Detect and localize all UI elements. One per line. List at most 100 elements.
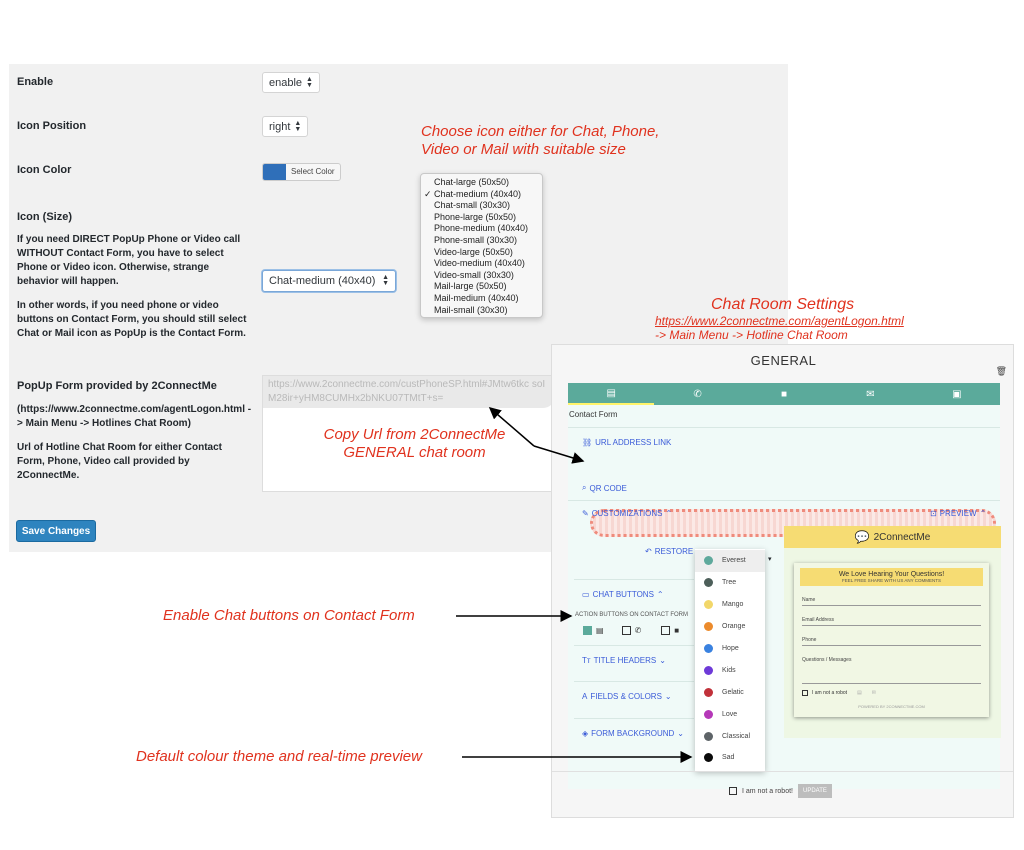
chat-icon: ▭ [582,590,590,599]
icon-size-select[interactable]: Chat-medium (40x40) ▲▼ [262,270,396,292]
chevron-up-icon: ⌃ [979,509,987,518]
preview-card-heading: We Love Hearing Your Questions! [838,571,945,578]
checkmark-icon: ✓ [424,188,432,199]
customizations-toggle[interactable]: ✎CUSTOMIZATIONS⌃ [582,509,673,518]
connectme-window: GENERAL 🗑 ▤ ✆ ■ ✉ ▣ Contact Form ⛓URL AD… [551,344,1014,818]
size-option[interactable]: Phone-large (50x50) [434,211,517,222]
preview-toggle[interactable]: ⊡PREVIEW⌃ [930,509,987,518]
theme-option[interactable]: Hope [695,638,765,660]
video-icon: ■ [780,388,788,400]
restore-button[interactable]: ↶RESTORE [645,547,694,556]
size-option[interactable]: Chat-large (50x50) [434,177,510,187]
chevron-down-icon: ⌄ [677,729,684,738]
annotation-chat-room-link[interactable]: https://www.2connectme.com/agentLogon.ht… [655,314,904,328]
tab-mail[interactable]: ✉ [827,383,913,405]
footer-robot-label: I am not a robot! [742,787,793,795]
qr-code-link[interactable]: ⌕QR CODE [582,483,627,493]
undo-icon: ↶ [645,547,652,556]
enable-label: Enable [17,76,54,88]
select-color-label: Select Color [291,167,335,176]
chevron-up-icon: ⌃ [665,509,673,518]
color-swatch [263,164,286,180]
size-option-selected[interactable]: ✓Chat-medium (40x40) [424,188,522,199]
checkbox-icon[interactable] [802,690,808,696]
popup-url-textarea[interactable]: https://www.2connectme.com/custPhoneSP.h… [262,375,558,492]
divider [574,681,694,682]
select-arrows-icon: ▲▼ [294,119,302,133]
preview-field-phone[interactable]: Phone [802,626,981,646]
theme-option[interactable]: Kids [695,659,765,681]
theme-option-selected[interactable]: Everest [695,550,765,572]
enable-select[interactable]: enable ▲▼ [262,72,320,93]
theme-option[interactable]: Love [695,703,765,725]
form-background-toggle[interactable]: ◈FORM BACKGROUND⌄ [582,729,684,738]
brand-name: 2ConnectMe [873,531,931,543]
theme-option[interactable]: Gelatic [695,681,765,703]
chat-buttons-toggle[interactable]: ▭CHAT BUTTONS⌃ [582,590,664,599]
icon-size-value: Chat-medium (40x40) [269,275,376,287]
trash-icon[interactable]: 🗑 [995,366,1007,376]
arrow-from-connectme-url [533,445,585,464]
tab-video[interactable]: ■ [741,383,827,405]
size-option[interactable]: Video-medium (40x40) [434,258,525,269]
preview-field-name[interactable]: Name [802,586,981,606]
theme-option[interactable]: Sad [695,747,765,769]
size-option[interactable]: Mail-small (30x30) [434,304,508,315]
size-option[interactable]: Mail-medium (40x40) [434,292,519,303]
preview-icon: ⊡ [930,509,937,518]
size-option[interactable]: Mail-large (50x50) [434,281,507,292]
chat-icon: ▤ [596,626,604,635]
theme-option[interactable]: Mango [695,594,765,616]
popup-form-description-2: Url of Hotline Chat Room for either Cont… [17,442,222,481]
preview-field-email[interactable]: Email Address [802,606,981,626]
mail-icon: ✉ [866,388,875,400]
checkbox-icon[interactable] [621,626,631,635]
mail-icon[interactable]: ✉ [871,690,876,696]
pencil-icon: ✎ [582,509,589,518]
theme-option[interactable]: Classical [695,725,765,747]
contact-form-heading: Contact Form [569,410,618,419]
url-address-link[interactable]: ⛓URL ADDRESS LINK [582,438,672,447]
preview-robot-label: I am not a robot [812,690,848,696]
size-option[interactable]: Phone-small (30x30) [434,234,518,245]
icon-position-label: Icon Position [17,120,87,132]
tab-contacts[interactable]: ▣ [914,383,1000,405]
color-dot-icon [704,644,713,653]
action-buttons-row: ▤ ✆ ■ [583,626,679,635]
annotation-choose-icon: Choose icon either for Chat, Phone, Vide… [421,123,660,158]
phone-icon: ✆ [693,388,702,400]
select-arrows-icon: ▲▼ [382,274,389,287]
contact-card-icon: ▣ [952,388,962,400]
theme-option[interactable]: Tree [695,572,765,594]
tab-contact-form[interactable]: ▤ [568,383,655,405]
checkbox-checked-icon[interactable] [583,626,592,635]
action-buttons-label: ACTION BUTTONS ON CONTACT FORM [575,612,689,618]
powered-by: POWERED BY 2CONNECTME.COM [858,704,925,709]
theme-option[interactable]: Orange [695,616,765,638]
size-option[interactable]: Chat-small (30x30) [434,200,511,211]
chevron-down-icon[interactable]: ▾ [768,556,772,563]
size-option[interactable]: Phone-medium (40x40) [434,223,529,234]
preview-card-header: We Love Hearing Your Questions! FEEL FRE… [800,568,983,586]
checkbox-icon[interactable] [661,626,671,635]
annotation-chat-room-path: -> Main Menu -> Hotline Chat Room [655,328,848,342]
icon-position-select[interactable]: right ▲▼ [262,116,309,137]
color-dot-icon [704,556,713,566]
chat-icon[interactable]: ▤ [857,690,862,696]
size-option[interactable]: Video-large (50x50) [434,246,513,257]
color-dot-icon [704,578,713,588]
color-dot-icon [704,622,713,632]
color-dot-icon [704,753,713,763]
update-button[interactable]: UPDATE [797,784,832,798]
checkbox-icon[interactable] [729,787,737,795]
size-option[interactable]: Video-small (30x30) [434,269,514,280]
preview-field-messages[interactable]: Questions / Messages [802,646,981,684]
tab-phone[interactable]: ✆ [654,383,740,405]
color-picker-button[interactable]: Select Color [262,163,341,181]
arrow-to-url-field [488,407,535,447]
phone-icon: ✆ [634,626,642,635]
divider [568,500,1000,501]
save-changes-button[interactable]: Save Changes [16,520,96,542]
